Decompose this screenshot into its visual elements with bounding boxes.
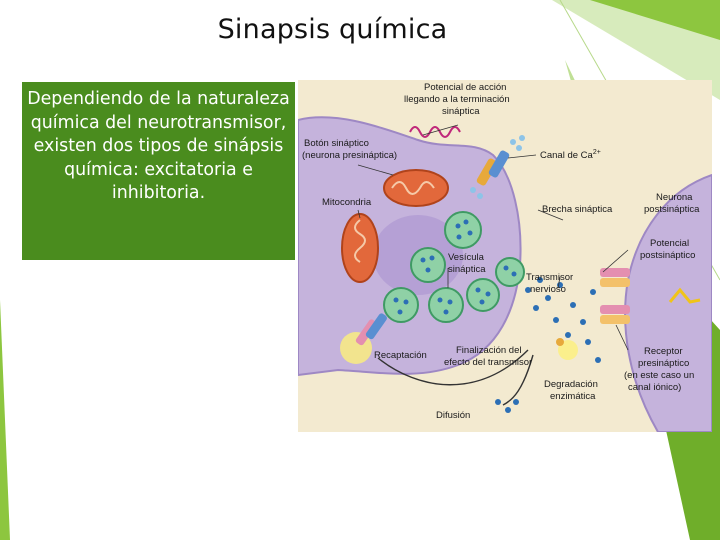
label-termination-1: Finalización del	[456, 345, 521, 356]
vesicle	[467, 279, 499, 311]
label-action-potential-1: Potencial de acción	[424, 82, 506, 93]
vesicle	[411, 248, 445, 282]
label-action-potential-2: llegando a la terminación	[404, 94, 510, 105]
mitochondrion-top	[384, 170, 448, 206]
label-vesicle-1: Vesícula	[448, 252, 485, 263]
left-decor-shape	[0, 300, 10, 540]
label-postsynaptic-potential-1: Potencial	[650, 238, 689, 249]
label-postsynaptic-neuron-2: postsináptica	[644, 204, 700, 215]
label-vesicle-2: sináptica	[448, 264, 486, 275]
enzyme	[556, 338, 564, 346]
label-receptor-4: canal iónico)	[628, 382, 681, 393]
label-receptor-2: presináptico	[638, 358, 689, 369]
label-termination-2: efecto del transmisor	[444, 357, 532, 368]
label-postsynaptic-potential-2: postsináptico	[640, 250, 695, 261]
text-box: Dependiendo de la naturaleza química del…	[22, 82, 295, 260]
label-action-potential-3: sináptica	[442, 106, 480, 117]
label-synaptic-button-2: (neurona presináptica)	[302, 150, 397, 161]
synapse-diagram: Potencial de acción llegando a la termin…	[298, 80, 712, 432]
label-calcium-channel: Canal de Ca2+	[540, 149, 601, 161]
body-text: Dependiendo de la naturaleza química del…	[26, 88, 291, 206]
label-diffusion: Difusión	[436, 410, 470, 421]
label-postsynaptic-neuron-1: Neurona	[656, 192, 693, 203]
vesicle	[384, 288, 418, 322]
slide-title: Sinapsis química	[0, 14, 665, 45]
label-receptor-3: (en este caso un	[624, 370, 694, 381]
vesicle	[445, 212, 481, 248]
vesicle	[496, 258, 524, 286]
label-transmitter-2: nervioso	[530, 284, 566, 295]
vesicle	[429, 288, 463, 322]
label-receptor-1: Receptor	[644, 346, 683, 357]
label-mitochondria: Mitocondria	[322, 197, 372, 208]
label-reuptake: Recaptación	[374, 350, 427, 361]
label-transmitter-1: Transmisor	[526, 272, 573, 283]
label-degradation-1: Degradación	[544, 379, 598, 390]
label-degradation-2: enzimática	[550, 391, 596, 402]
label-synaptic-cleft: Brecha sináptica	[542, 204, 613, 215]
label-synaptic-button-1: Botón sináptico	[304, 138, 369, 149]
